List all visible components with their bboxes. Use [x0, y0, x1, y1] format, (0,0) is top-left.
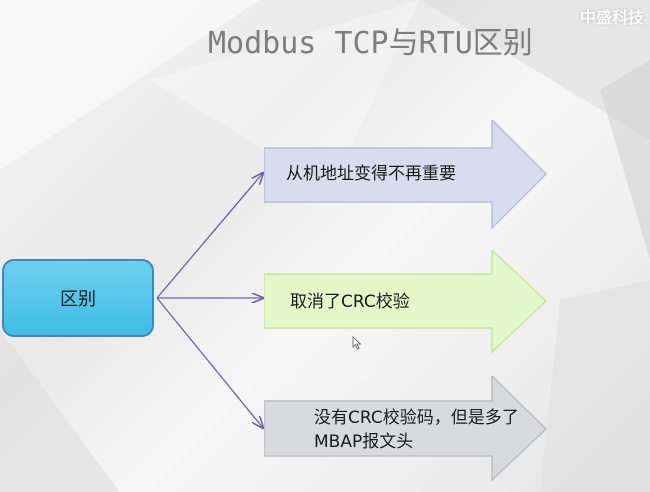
root-node-label: 区别: [60, 289, 96, 310]
branch-arrow-1: 从机地址变得不再重要: [264, 120, 550, 230]
branch-label-3-line2: MBAP报文头: [314, 432, 414, 452]
root-node: 区别: [2, 259, 154, 337]
mouse-cursor-icon: [352, 336, 362, 350]
branch-label-2: 取消了CRC校验: [290, 292, 410, 312]
branch-label-1: 从机地址变得不再重要: [286, 164, 456, 184]
connector-bottom: [156, 297, 263, 428]
slide-title: Modbus TCP与RTU区别: [208, 26, 533, 61]
connector-top: [156, 173, 263, 299]
watermark-text: 中盛科技: [579, 8, 644, 27]
branch-arrow-2: 取消了CRC校验: [264, 250, 550, 354]
branch-arrow-3: 没有CRC校验码，但是多了 MBAP报文头: [264, 376, 550, 482]
branch-label-3-line1: 没有CRC校验码，但是多了: [314, 408, 519, 428]
